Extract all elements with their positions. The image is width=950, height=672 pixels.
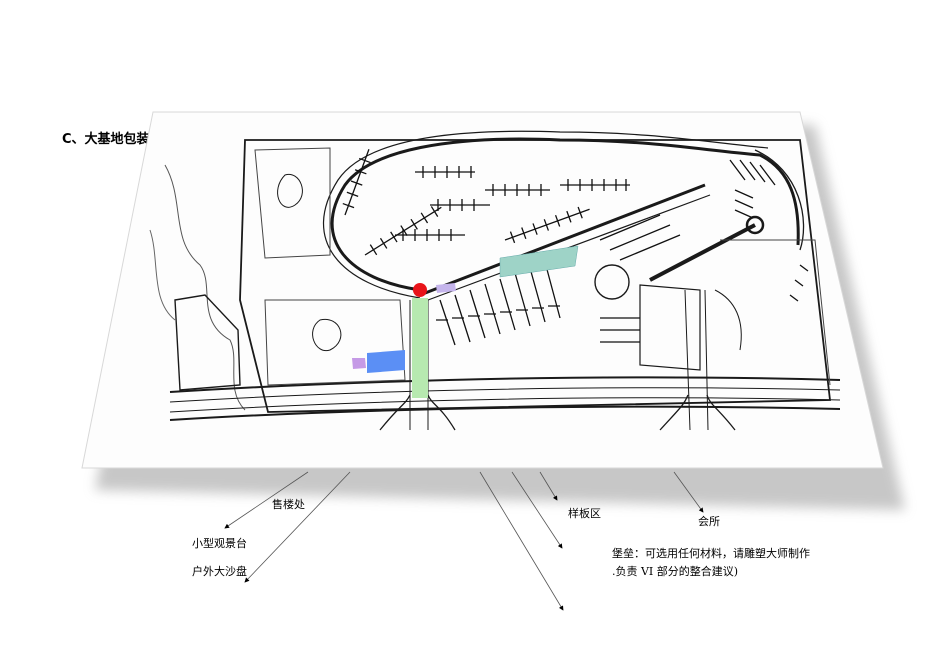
fortress-note-line1: 堡垒：可选用任何材料，请雕塑大师制作	[612, 547, 810, 560]
fortress-note-line2: .负责 VI 部分的整合建议)	[612, 565, 739, 578]
leader-clubhouse	[673, 471, 704, 513]
leader-bottom	[479, 471, 564, 611]
leader-outdoor-sandtable	[244, 471, 351, 583]
plan-sheet	[81, 111, 884, 469]
label-sales-office: 售楼处	[272, 498, 305, 511]
marina-slips	[342, 148, 809, 346]
label-observation-deck: 小型观景台	[192, 537, 247, 550]
purple-marker-right	[436, 283, 456, 293]
sales-office-block	[367, 350, 405, 373]
section-heading: C、大基地包装方	[62, 132, 163, 147]
leader-model-area	[539, 471, 558, 501]
site-boundary	[239, 139, 832, 413]
purple-marker-left	[352, 358, 366, 369]
model-area-block	[499, 245, 579, 278]
green-axis-strip	[412, 298, 428, 398]
label-model-area: 样板区	[568, 507, 601, 520]
label-outdoor-sandtable: 户外大沙盘	[192, 565, 247, 578]
leader-observation-deck	[224, 471, 309, 529]
leader-fortress-note	[511, 471, 563, 549]
red-node-marker	[413, 283, 427, 297]
label-clubhouse: 会所	[698, 515, 720, 528]
